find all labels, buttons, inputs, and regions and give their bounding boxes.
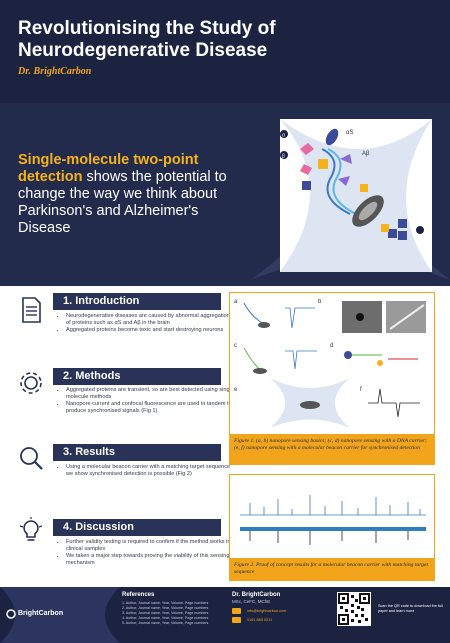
contact-credentials: MSc, CeFC, MChE xyxy=(232,599,271,604)
intro-bullets: Neurodegenerative diseases are caused by… xyxy=(56,313,236,335)
phone-icon xyxy=(232,617,241,623)
poster-author: Dr. BrightCarbon xyxy=(18,66,92,77)
references-title: References xyxy=(122,592,155,598)
discussion-bullet-2: We taken a major step towards proving th… xyxy=(66,553,236,566)
qr-code[interactable] xyxy=(337,592,371,626)
contact-email[interactable]: info@brightcarbon.com xyxy=(247,609,287,613)
discussion-title: 4. Discussion xyxy=(53,519,221,536)
methods-title: 2. Methods xyxy=(53,368,221,385)
intro-bullet-2: Aggregated proteins become toxic and sta… xyxy=(66,327,236,334)
header xyxy=(0,0,450,103)
figure-2-caption: Figure 2. Proof of concept results for a… xyxy=(229,559,435,581)
fig1-label-d: d xyxy=(330,343,333,349)
figure-2-panel xyxy=(229,474,435,559)
label-b: β xyxy=(282,154,285,160)
nanopore-illustration: αS Aβ α β xyxy=(280,119,432,272)
reference-4: 4. Author, Journal name, Year, Volume, P… xyxy=(122,616,209,620)
methods-bullets: Aggregated proteins are transient, so ar… xyxy=(56,387,236,415)
hero-rest: shows the potential to change the way we… xyxy=(18,169,227,236)
fig1-label-b: b xyxy=(318,299,322,305)
fig1-label-f: f xyxy=(360,387,362,393)
methods-bullet-1: Aggregated proteins are transient, so ar… xyxy=(66,387,236,400)
reference-1: 1. Author, Journal name, Year, Volume, P… xyxy=(122,601,209,605)
label-abeta: Aβ xyxy=(362,151,370,157)
methods-bullet-2: Nanopore current and confocal fluorescen… xyxy=(66,401,236,414)
fig1-label-a: a xyxy=(234,299,238,305)
results-bullets: Using a molecular beacon carrier with a … xyxy=(56,464,236,478)
contact-name: Dr. BrightCarbon xyxy=(232,592,281,598)
hero-statement: Single-molecule two-point detection show… xyxy=(18,152,248,237)
discussion-bullets: Further validity testing is required to … xyxy=(56,539,236,567)
label-a: α xyxy=(282,133,285,139)
qr-instructions: Scan the QR code to download the full pa… xyxy=(378,604,443,613)
footer-diamond-graphic xyxy=(0,587,120,643)
hero-illustration: αS Aβ α β xyxy=(280,119,432,272)
magnifier-icon xyxy=(20,447,43,470)
hero-highlight: Single-molecule two-point detection xyxy=(18,152,199,185)
email-icon xyxy=(232,608,241,614)
reference-2: 2. Author, Journal name, Year, Volume, P… xyxy=(122,606,209,610)
figure-2-traces xyxy=(240,495,426,545)
fig1-label-e: e xyxy=(234,387,238,393)
gear-icon xyxy=(20,372,42,394)
results-bullet-1: Using a molecular beacon carrier with a … xyxy=(66,464,236,477)
discussion-bullet-1: Further validity testing is required to … xyxy=(66,539,236,552)
figure-1-panel: a b c d e f xyxy=(229,292,435,435)
reference-5: 5. Author, Journal name, Year, Volume, P… xyxy=(122,621,209,625)
figure-1-caption: Figure 1. (a, b) nanopore sensing basics… xyxy=(229,435,435,465)
fig1-label-c: c xyxy=(234,343,237,349)
footer-brand: BrightCarbon xyxy=(18,610,64,617)
qr-code-icon xyxy=(338,593,370,625)
label-alpha-syn: αS xyxy=(346,130,353,136)
contact-phone[interactable]: 0161 883 0211 xyxy=(247,618,273,622)
reference-3: 3. Author, Journal name, Year, Volume, P… xyxy=(122,611,209,615)
document-icon xyxy=(22,297,41,323)
poster-title: Revolutionising the Study of Neurodegene… xyxy=(18,18,276,61)
brightcarbon-logo-icon xyxy=(6,609,16,619)
lightbulb-icon xyxy=(19,517,43,541)
intro-title: 1. Introduction xyxy=(53,293,221,310)
intro-bullet-1: Neurodegenerative diseases are caused by… xyxy=(66,313,236,326)
figure-1-schematic: a b c d e f xyxy=(234,299,426,428)
results-title: 3. Results xyxy=(53,444,221,461)
